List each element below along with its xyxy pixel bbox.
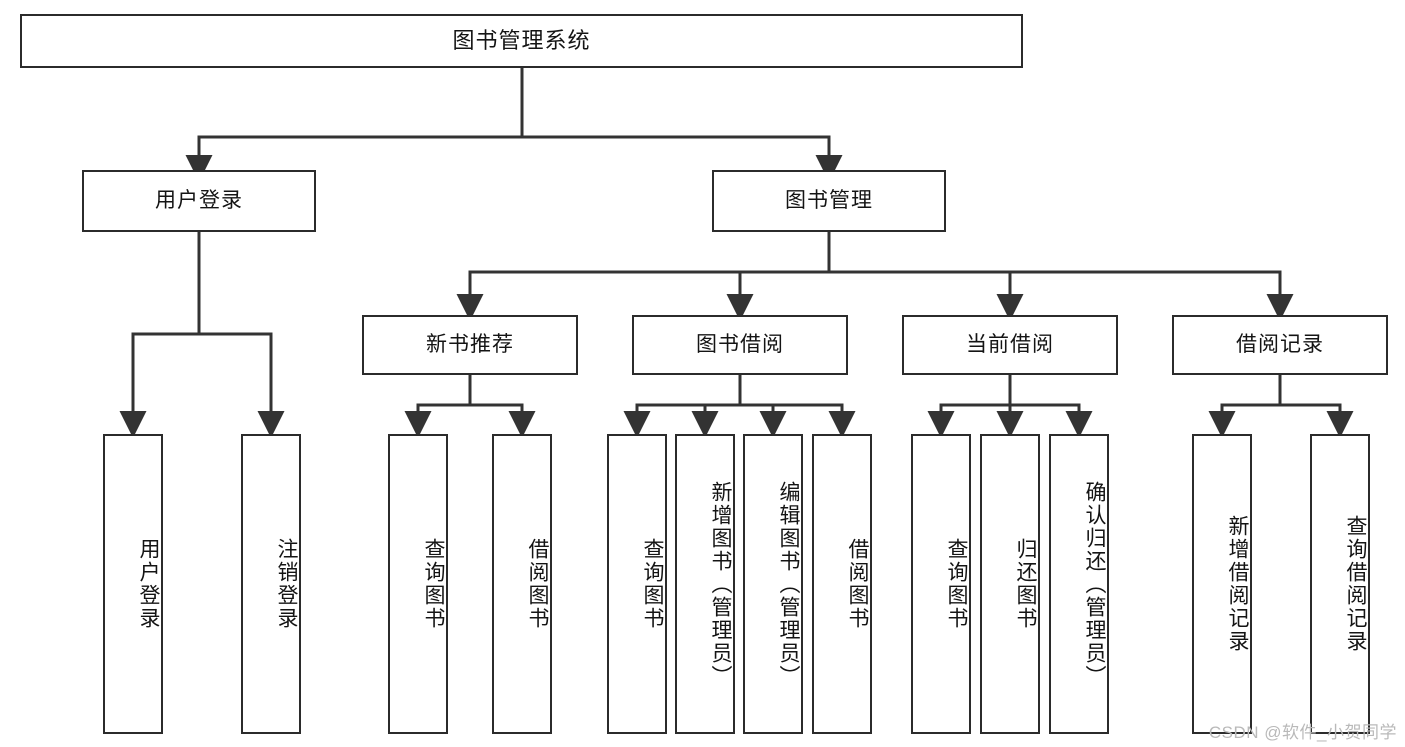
node-label: 查询图书 <box>945 538 968 630</box>
node-label: 新增图书（管理员） <box>709 480 732 688</box>
node-label: 当前借阅 <box>966 333 1054 357</box>
node-label: 图书借阅 <box>696 333 784 357</box>
node-label: 查询借阅记录 <box>1344 515 1367 653</box>
node-label: 用户登录 <box>155 189 243 213</box>
node-label: 归还图书 <box>1014 538 1037 630</box>
node-label: 图书管理 <box>785 189 873 213</box>
node-label: 注销登录 <box>275 538 298 630</box>
node-current-borrow[interactable]: 当前借阅 <box>902 315 1118 375</box>
node-label: 编辑图书（管理员） <box>777 480 800 688</box>
node-label: 查询图书 <box>422 538 445 630</box>
node-book-management[interactable]: 图书管理 <box>712 170 946 232</box>
node-book-borrow[interactable]: 图书借阅 <box>632 315 848 375</box>
leaf-current-borrow-query-book[interactable]: 查询图书 <box>911 434 971 734</box>
leaf-book-borrow-borrow-book[interactable]: 借阅图书 <box>812 434 872 734</box>
node-borrow-record[interactable]: 借阅记录 <box>1172 315 1388 375</box>
node-label: 新书推荐 <box>426 333 514 357</box>
node-label: 确认归还（管理员） <box>1083 480 1106 688</box>
node-label: 用户登录 <box>137 538 160 630</box>
node-new-book-recommend[interactable]: 新书推荐 <box>362 315 578 375</box>
node-root-book-management-system[interactable]: 图书管理系统 <box>20 14 1023 68</box>
leaf-borrow-record-add-record[interactable]: 新增借阅记录 <box>1192 434 1252 734</box>
leaf-current-borrow-return-book[interactable]: 归还图书 <box>980 434 1040 734</box>
node-label: 借阅图书 <box>846 538 869 630</box>
node-label: 新增借阅记录 <box>1226 515 1249 653</box>
node-label: 图书管理系统 <box>452 27 591 53</box>
node-user-login[interactable]: 用户登录 <box>82 170 316 232</box>
leaf-book-borrow-query-book[interactable]: 查询图书 <box>607 434 667 734</box>
leaf-book-borrow-add-book-admin[interactable]: 新增图书（管理员） <box>675 434 735 734</box>
leaf-current-borrow-confirm-return-admin[interactable]: 确认归还（管理员） <box>1049 434 1109 734</box>
watermark-text: CSDN @软件_小贺同学 <box>1208 723 1397 742</box>
leaf-new-book-query-book[interactable]: 查询图书 <box>388 434 448 734</box>
node-label: 借阅记录 <box>1236 333 1324 357</box>
leaf-borrow-record-query-record[interactable]: 查询借阅记录 <box>1310 434 1370 734</box>
node-label: 查询图书 <box>641 538 664 630</box>
leaf-user-login-logout[interactable]: 注销登录 <box>241 434 301 734</box>
leaf-book-borrow-edit-book-admin[interactable]: 编辑图书（管理员） <box>743 434 803 734</box>
leaf-new-book-borrow-book[interactable]: 借阅图书 <box>492 434 552 734</box>
leaf-user-login-login[interactable]: 用户登录 <box>103 434 163 734</box>
node-label: 借阅图书 <box>526 538 549 630</box>
